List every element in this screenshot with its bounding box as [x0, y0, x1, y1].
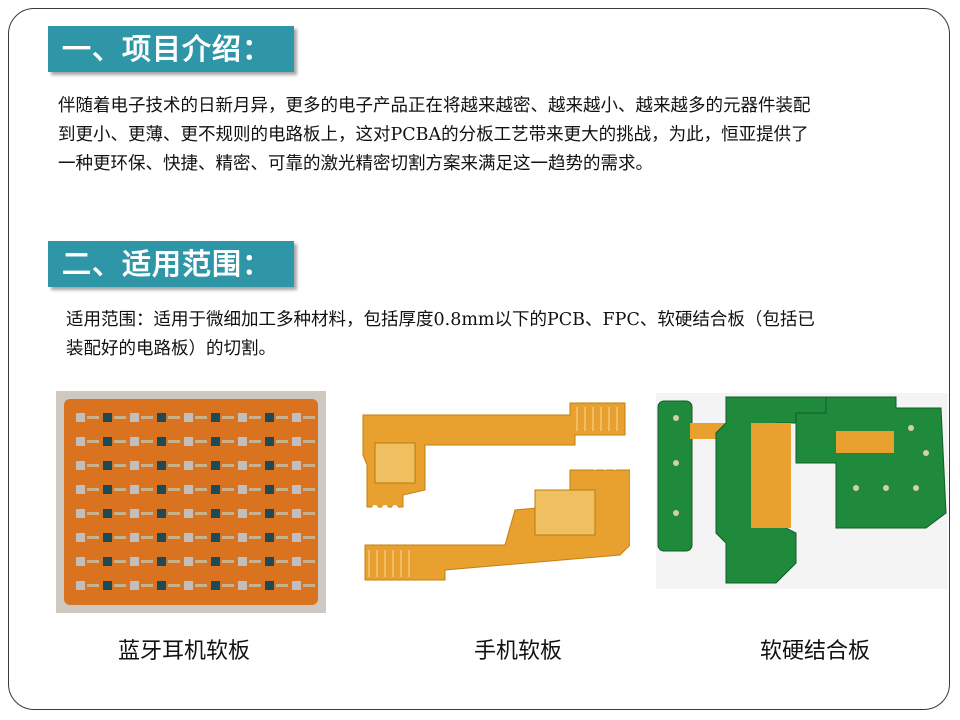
- bluetooth-earphone-flex-board-photo: [56, 391, 326, 613]
- intro-paragraph: 伴随着电子技术的日新月异，更多的电子产品正在将越来越密、越来越小、越来越多的元器…: [58, 96, 811, 174]
- scope-paragraph: 适用范围：适用于微细加工多种材料，包括厚度0.8mm以下的PCB、FPC、软硬结…: [66, 310, 815, 359]
- caption-rigid-flex-board: 软硬结合板: [759, 639, 870, 664]
- caption-bluetooth-earphone-flex-board: 蓝牙耳机软板: [117, 639, 250, 664]
- section-heading-intro: 一、项目介绍：: [48, 26, 294, 72]
- caption-phone-flex-board: 手机软板: [473, 639, 562, 664]
- rigid-flex-board-photo: [656, 393, 948, 589]
- section-heading-scope: 二、适用范围：: [48, 241, 294, 287]
- phone-flex-board-photo: [355, 395, 630, 585]
